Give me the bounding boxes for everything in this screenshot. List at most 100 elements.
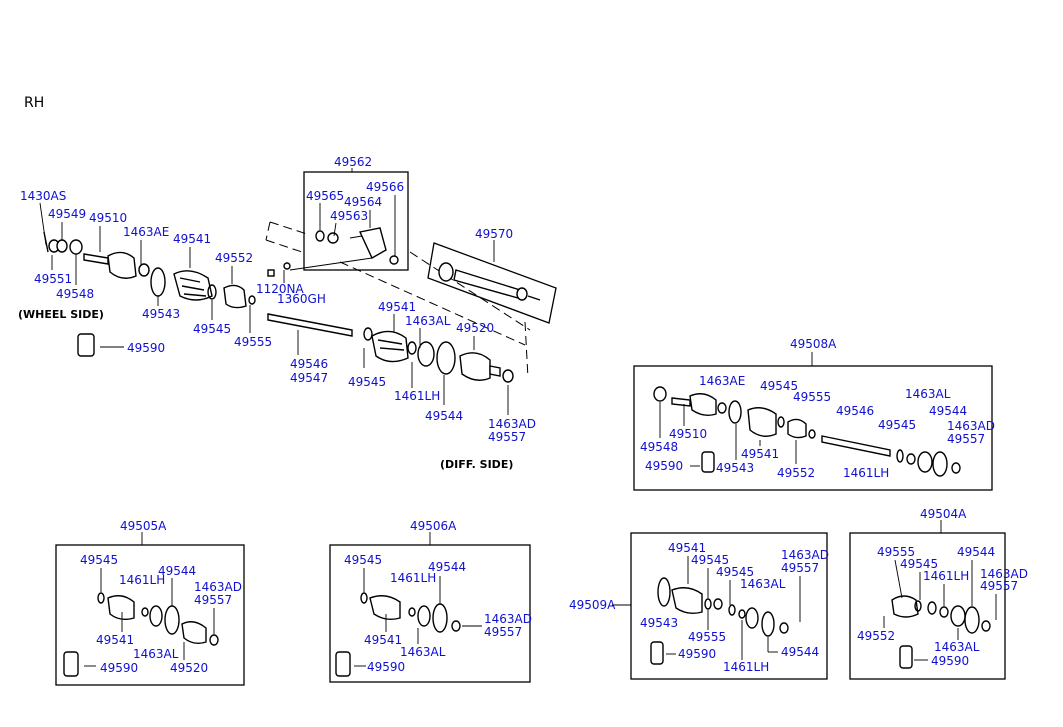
label-49590[interactable]: 49590 xyxy=(127,341,165,355)
kit-49509A-label[interactable]: 49557 xyxy=(781,561,819,575)
kit-49509A-label[interactable]: 1463AD xyxy=(781,548,829,562)
kit-49506A-label[interactable]: 1463AD xyxy=(484,612,532,626)
label-49552[interactable]: 49552 xyxy=(215,251,253,265)
kit-49506A-label[interactable]: 49544 xyxy=(428,560,466,574)
label-49563[interactable]: 49563 xyxy=(330,209,368,223)
kit-49509A-label[interactable]: 49541 xyxy=(668,541,706,555)
kit-49504A-label[interactable]: 49555 xyxy=(877,545,915,559)
label-49541[interactable]: 49541 xyxy=(173,232,211,246)
kit-49506A-label[interactable]: 49545 xyxy=(344,553,382,567)
kit-49505A-label[interactable]: 1463AD xyxy=(194,580,242,594)
kit-49504A-label[interactable]: 49545 xyxy=(900,557,938,571)
kit-49509A-label[interactable]: 49590 xyxy=(678,647,716,661)
label-1463AE[interactable]: 1463AE xyxy=(123,225,169,239)
shaft-49546 xyxy=(267,313,353,337)
label-49570[interactable]: 49570 xyxy=(475,227,513,241)
label-49510[interactable]: 49510 xyxy=(89,211,127,225)
label-49544[interactable]: 49544 xyxy=(425,409,463,423)
kit-49505A-label[interactable]: 1463AL xyxy=(133,647,179,661)
label-49564[interactable]: 49564 xyxy=(344,195,382,209)
kit-49508A-label[interactable]: 1461LH xyxy=(843,466,889,480)
label-49557[interactable]: 49557 xyxy=(488,430,526,444)
kit-49508A-label[interactable]: 1463AE xyxy=(699,374,745,388)
kit-49504A-label[interactable]: 49557 xyxy=(980,579,1018,593)
kit-49508A-label[interactable]: 49541 xyxy=(741,447,779,461)
kit-49508A-label[interactable]: 49510 xyxy=(669,427,707,441)
kit-49504A-label[interactable]: 1461LH xyxy=(923,569,969,583)
kit-49508A-label[interactable]: 49545 xyxy=(878,418,916,432)
kit-49508A-label[interactable]: 49545 xyxy=(760,379,798,393)
label-49548[interactable]: 49548 xyxy=(56,287,94,301)
kit-49508A-label[interactable]: 49544 xyxy=(929,404,967,418)
kit-49509A-label[interactable]: 1461LH xyxy=(723,660,769,674)
kit-49508A-label[interactable]: 49546 xyxy=(836,404,874,418)
kit-49504A-label[interactable]: 49590 xyxy=(931,654,969,668)
kit-49504A-label[interactable]: 1463AD xyxy=(980,567,1028,581)
label-1463AD[interactable]: 1463AD xyxy=(488,417,536,431)
kit-49504A-label[interactable]: 49544 xyxy=(957,545,995,559)
main-assembly: 49562 49565 49566 49564 49563 49570 1430… xyxy=(18,155,557,471)
kit-49505A-label[interactable]: 49557 xyxy=(194,593,232,607)
kit-49509A-label[interactable]: 49545 xyxy=(716,565,754,579)
kit-49505A-label[interactable]: 1461LH xyxy=(119,573,165,587)
label-49520[interactable]: 49520 xyxy=(456,321,494,335)
label-1120NA[interactable]: 1120NA xyxy=(256,282,305,296)
kit-49509A-title[interactable]: 49509A xyxy=(569,598,616,612)
kit-49508A-title[interactable]: 49508A xyxy=(790,337,837,351)
kit-49505A-title[interactable]: 49505A xyxy=(120,519,167,533)
label-49546[interactable]: 49546 xyxy=(290,357,328,371)
kit-49504A: 49504A 49555 49545 49544 1461LH 1463AD 4… xyxy=(849,507,1028,680)
label-1463AL[interactable]: 1463AL xyxy=(405,314,451,328)
kit-49508A: 49508A 1463AE 49545 49555 49546 1463AL 4… xyxy=(633,337,995,491)
kit-49505A: 49505A 49545 1461LH 49544 1463AD 49557 4… xyxy=(55,519,245,686)
kit-49504A-title[interactable]: 49504A xyxy=(920,507,967,521)
label-49551[interactable]: 49551 xyxy=(34,272,72,286)
label-49541b[interactable]: 49541 xyxy=(378,300,416,314)
kit-49508A-label[interactable]: 49548 xyxy=(640,440,678,454)
label-49543[interactable]: 49543 xyxy=(142,307,180,321)
kit-49506A-label[interactable]: 49590 xyxy=(367,660,405,674)
kit-49508A-label[interactable]: 49590 xyxy=(645,459,683,473)
label-49545b[interactable]: 49545 xyxy=(348,375,386,389)
kit-49506A-label[interactable]: 1461LH xyxy=(390,571,436,585)
label-49562[interactable]: 49562 xyxy=(334,155,372,169)
label-1430AS[interactable]: 1430AS xyxy=(20,189,66,203)
kit-49506A-title[interactable]: 49506A xyxy=(410,519,457,533)
kit-49509A-label[interactable]: 1463AL xyxy=(740,577,786,591)
kit-49509A-label[interactable]: 49544 xyxy=(781,645,819,659)
label-49545[interactable]: 49545 xyxy=(193,322,231,336)
kit-49505A-label[interactable]: 49545 xyxy=(80,553,118,567)
kit-49505A-label[interactable]: 49541 xyxy=(96,633,134,647)
kit-49505A-label[interactable]: 49590 xyxy=(100,661,138,675)
label-49549[interactable]: 49549 xyxy=(48,207,86,221)
kit-49505A-label[interactable]: 49520 xyxy=(170,661,208,675)
kit-49504A-label[interactable]: 49552 xyxy=(857,629,895,643)
kit-49509A: 49509A 49541 49545 49545 1463AD 49557 14… xyxy=(569,532,829,680)
kit-49509A-label[interactable]: 49545 xyxy=(691,553,729,567)
label-49566[interactable]: 49566 xyxy=(366,180,404,194)
box-49570 xyxy=(427,242,557,324)
kit-49506A-label[interactable]: 49541 xyxy=(364,633,402,647)
kit-49506A-label[interactable]: 1463AL xyxy=(400,645,446,659)
label-49555[interactable]: 49555 xyxy=(234,335,272,349)
kit-49508A-label[interactable]: 49552 xyxy=(777,466,815,480)
label-49565[interactable]: 49565 xyxy=(306,189,344,203)
diff-side-note: (DIFF. SIDE) xyxy=(440,458,513,471)
label-49547[interactable]: 49547 xyxy=(290,371,328,385)
box-49562 xyxy=(303,171,409,271)
kit-49509A-label[interactable]: 49555 xyxy=(688,630,726,644)
label-1461LH[interactable]: 1461LH xyxy=(394,389,440,403)
kit-49508A-label[interactable]: 49557 xyxy=(947,432,985,446)
kit-49506A-label[interactable]: 49557 xyxy=(484,625,522,639)
kit-49504A-label[interactable]: 1463AL xyxy=(934,640,980,654)
kit-49508A-label[interactable]: 1463AL xyxy=(905,387,951,401)
kit-49506A: 49506A 49545 1461LH 49544 1463AD 49557 4… xyxy=(329,519,532,683)
wheel-side-note: (WHEEL SIDE) xyxy=(18,308,104,321)
kit-49508A-label[interactable]: 49555 xyxy=(793,390,831,404)
kit-49509A-label[interactable]: 49543 xyxy=(640,616,678,630)
label-1360GH[interactable]: 1360GH xyxy=(277,292,326,306)
kit-49508A-label[interactable]: 1463AD xyxy=(947,419,995,433)
kit-49508A-label[interactable]: 49543 xyxy=(716,461,754,475)
kit-49505A-label[interactable]: 49544 xyxy=(158,564,196,578)
